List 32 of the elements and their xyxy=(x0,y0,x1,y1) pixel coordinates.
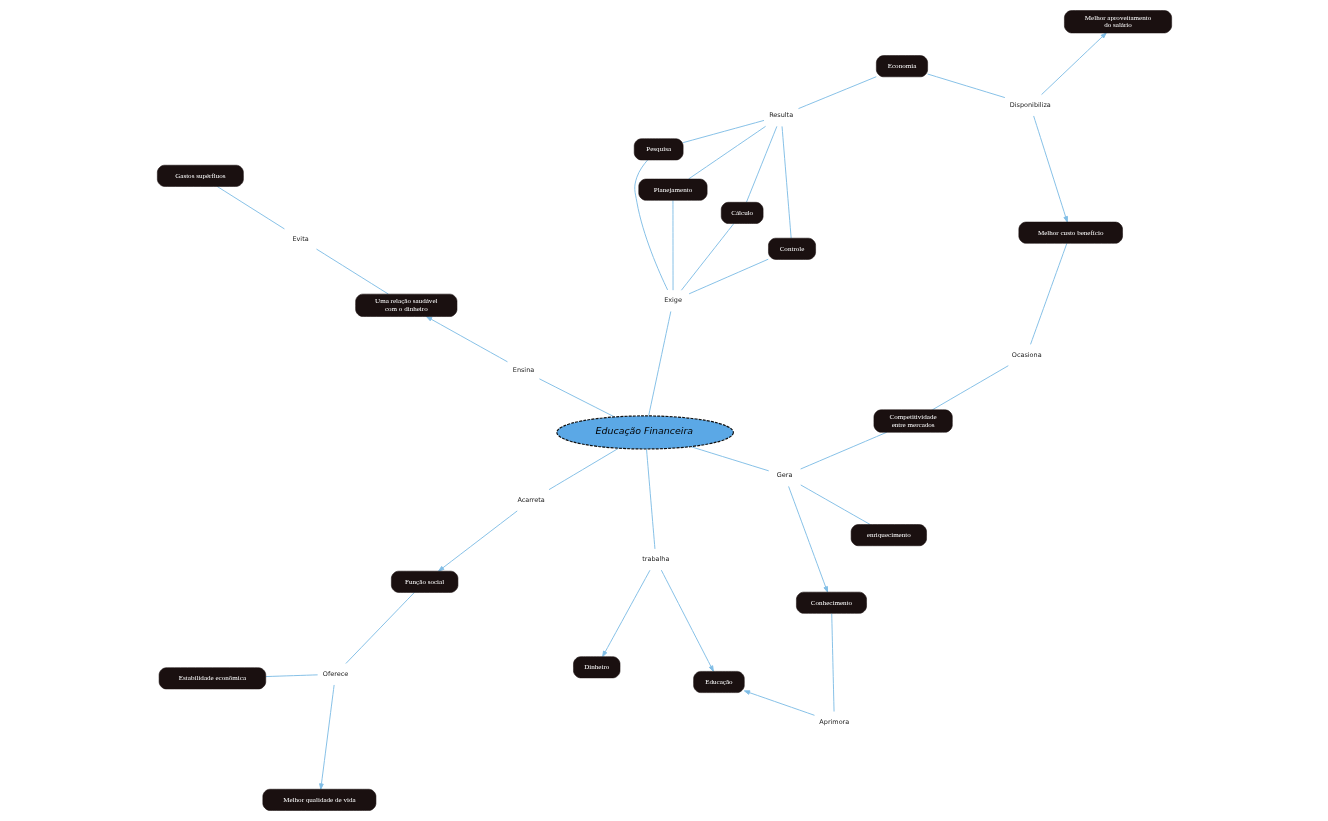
connector xyxy=(647,311,671,417)
arrow xyxy=(601,569,650,658)
arrow xyxy=(318,684,335,790)
connector xyxy=(538,378,615,418)
connector xyxy=(672,199,673,291)
connector xyxy=(799,431,887,470)
connector xyxy=(680,223,734,291)
arrow xyxy=(787,485,828,593)
connector xyxy=(645,448,655,550)
arrow xyxy=(1040,32,1107,96)
connector xyxy=(633,159,668,291)
connector xyxy=(216,186,285,230)
connector xyxy=(799,484,871,525)
arrow xyxy=(743,690,815,716)
connector xyxy=(1029,242,1067,345)
connector xyxy=(830,613,834,712)
connector xyxy=(315,248,389,295)
connector xyxy=(688,258,769,295)
connector xyxy=(682,119,764,144)
arrow xyxy=(660,569,714,672)
connector xyxy=(264,674,318,678)
arrow xyxy=(1032,115,1068,223)
connector xyxy=(344,591,415,664)
connector xyxy=(926,73,1005,99)
arrow xyxy=(425,316,508,363)
connector xyxy=(745,125,777,203)
connector xyxy=(687,125,766,180)
connector xyxy=(781,125,792,239)
connector xyxy=(548,447,619,491)
connector xyxy=(797,76,877,110)
arrow xyxy=(437,510,518,572)
node-ellipse: Educação Financeira xyxy=(555,415,734,450)
